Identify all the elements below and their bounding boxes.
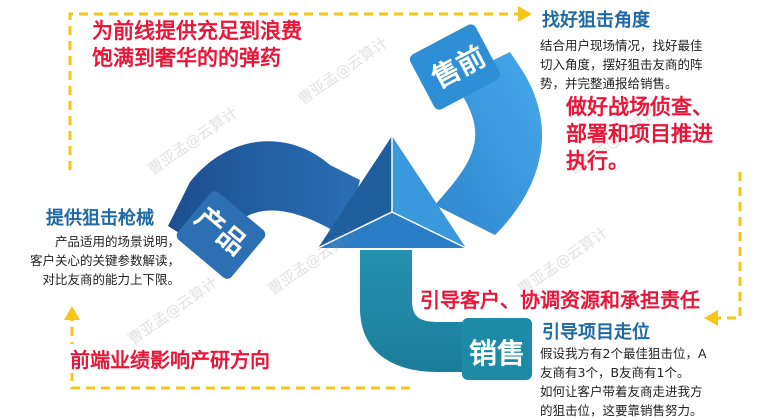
bottom-right-desc-line2: 友商有3个，B友商有1个。	[540, 363, 762, 382]
top-right-desc-line1: 结合用户现场情况，找好最佳	[540, 36, 762, 55]
bottom-right-desc: 假设我方有2个最佳狙击位，A 友商有3个，B友商有1个。 如何让客户带着友商走进…	[540, 344, 762, 420]
dashed-arrowhead-right	[704, 310, 718, 326]
top-right-highlight: 做好战场侦查、 部署和项目推进 执行。	[566, 94, 713, 175]
bottom-right-desc-line1: 假设我方有2个最佳狙击位，A	[540, 344, 762, 363]
sales-label: 销售	[464, 332, 530, 372]
bottom-left-note: 前端业绩影响产研方向	[66, 344, 274, 373]
bottom-right-title: 引导项目走位	[542, 318, 650, 344]
dashed-loop-right	[716, 172, 740, 318]
dashed-arrowhead-bottom	[64, 306, 80, 320]
bottom-right-desc-line4: 的狙击位，这要靠销售努力。	[540, 401, 762, 420]
bottom-right-desc-line3: 如何让客户带着友商走进我方	[540, 382, 762, 401]
left-desc-line1: 产品适用的场景说明，	[4, 232, 180, 251]
middle-right-note: 引导客户、协调资源和承担责任	[420, 284, 700, 313]
top-right-highlight-line1: 做好战场侦查、	[566, 94, 713, 121]
top-right-desc-line3: 势，并完整通报给销售。	[540, 74, 762, 93]
top-right-desc: 结合用户现场情况，找好最佳 切入角度，摆好狙击友商的阵 势，并完整通报给销售。	[540, 36, 762, 93]
left-desc-line3: 对比友商的能力上下限。	[4, 270, 180, 289]
top-left-note-line1: 为前线提供充足到浪费	[92, 18, 302, 45]
left-title: 提供狙击枪械	[46, 204, 154, 230]
top-right-title: 找好狙击角度	[542, 6, 650, 32]
top-right-highlight-line2: 部署和项目推进	[566, 121, 713, 148]
top-right-desc-line2: 切入角度，摆好狙击友商的阵	[540, 55, 762, 74]
top-right-highlight-line3: 执行。	[566, 148, 713, 175]
left-desc: 产品适用的场景说明， 客户关心的关键参数解读， 对比友商的能力上下限。	[4, 232, 180, 289]
top-left-note: 为前线提供充足到浪费 饱满到奢华的的弹药	[92, 18, 302, 72]
dashed-arrowhead-top	[518, 6, 532, 22]
left-desc-line2: 客户关心的关键参数解读，	[4, 251, 180, 270]
top-left-note-line2: 饱满到奢华的的弹药	[92, 45, 302, 72]
